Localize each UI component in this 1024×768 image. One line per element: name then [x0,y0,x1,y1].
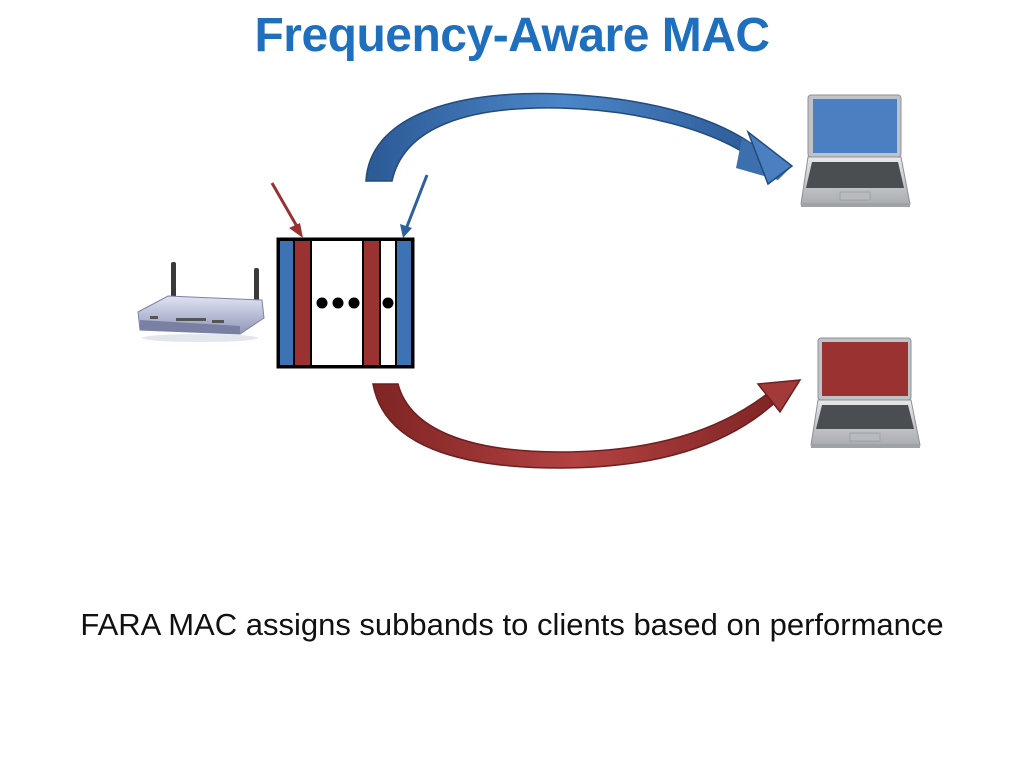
subband-blue-left [278,239,295,367]
red-pointer-arrow [270,182,303,238]
blue-pointer-arrow [400,174,429,238]
laptop-icon [810,337,921,448]
subband-blue-right [395,239,413,367]
subband-block [276,237,415,369]
ellipsis-dots [316,297,394,309]
slide-title: Frequency-Aware MAC [254,9,770,62]
red-curved-arrow [372,379,802,469]
blue-curved-arrow [365,92,794,186]
subband-red-right [362,239,381,367]
router-icon [137,262,265,342]
subband-red-left [293,239,312,367]
laptop-icon [800,94,911,207]
slide-caption: FARA MAC assigns subbands to clients bas… [80,607,944,642]
